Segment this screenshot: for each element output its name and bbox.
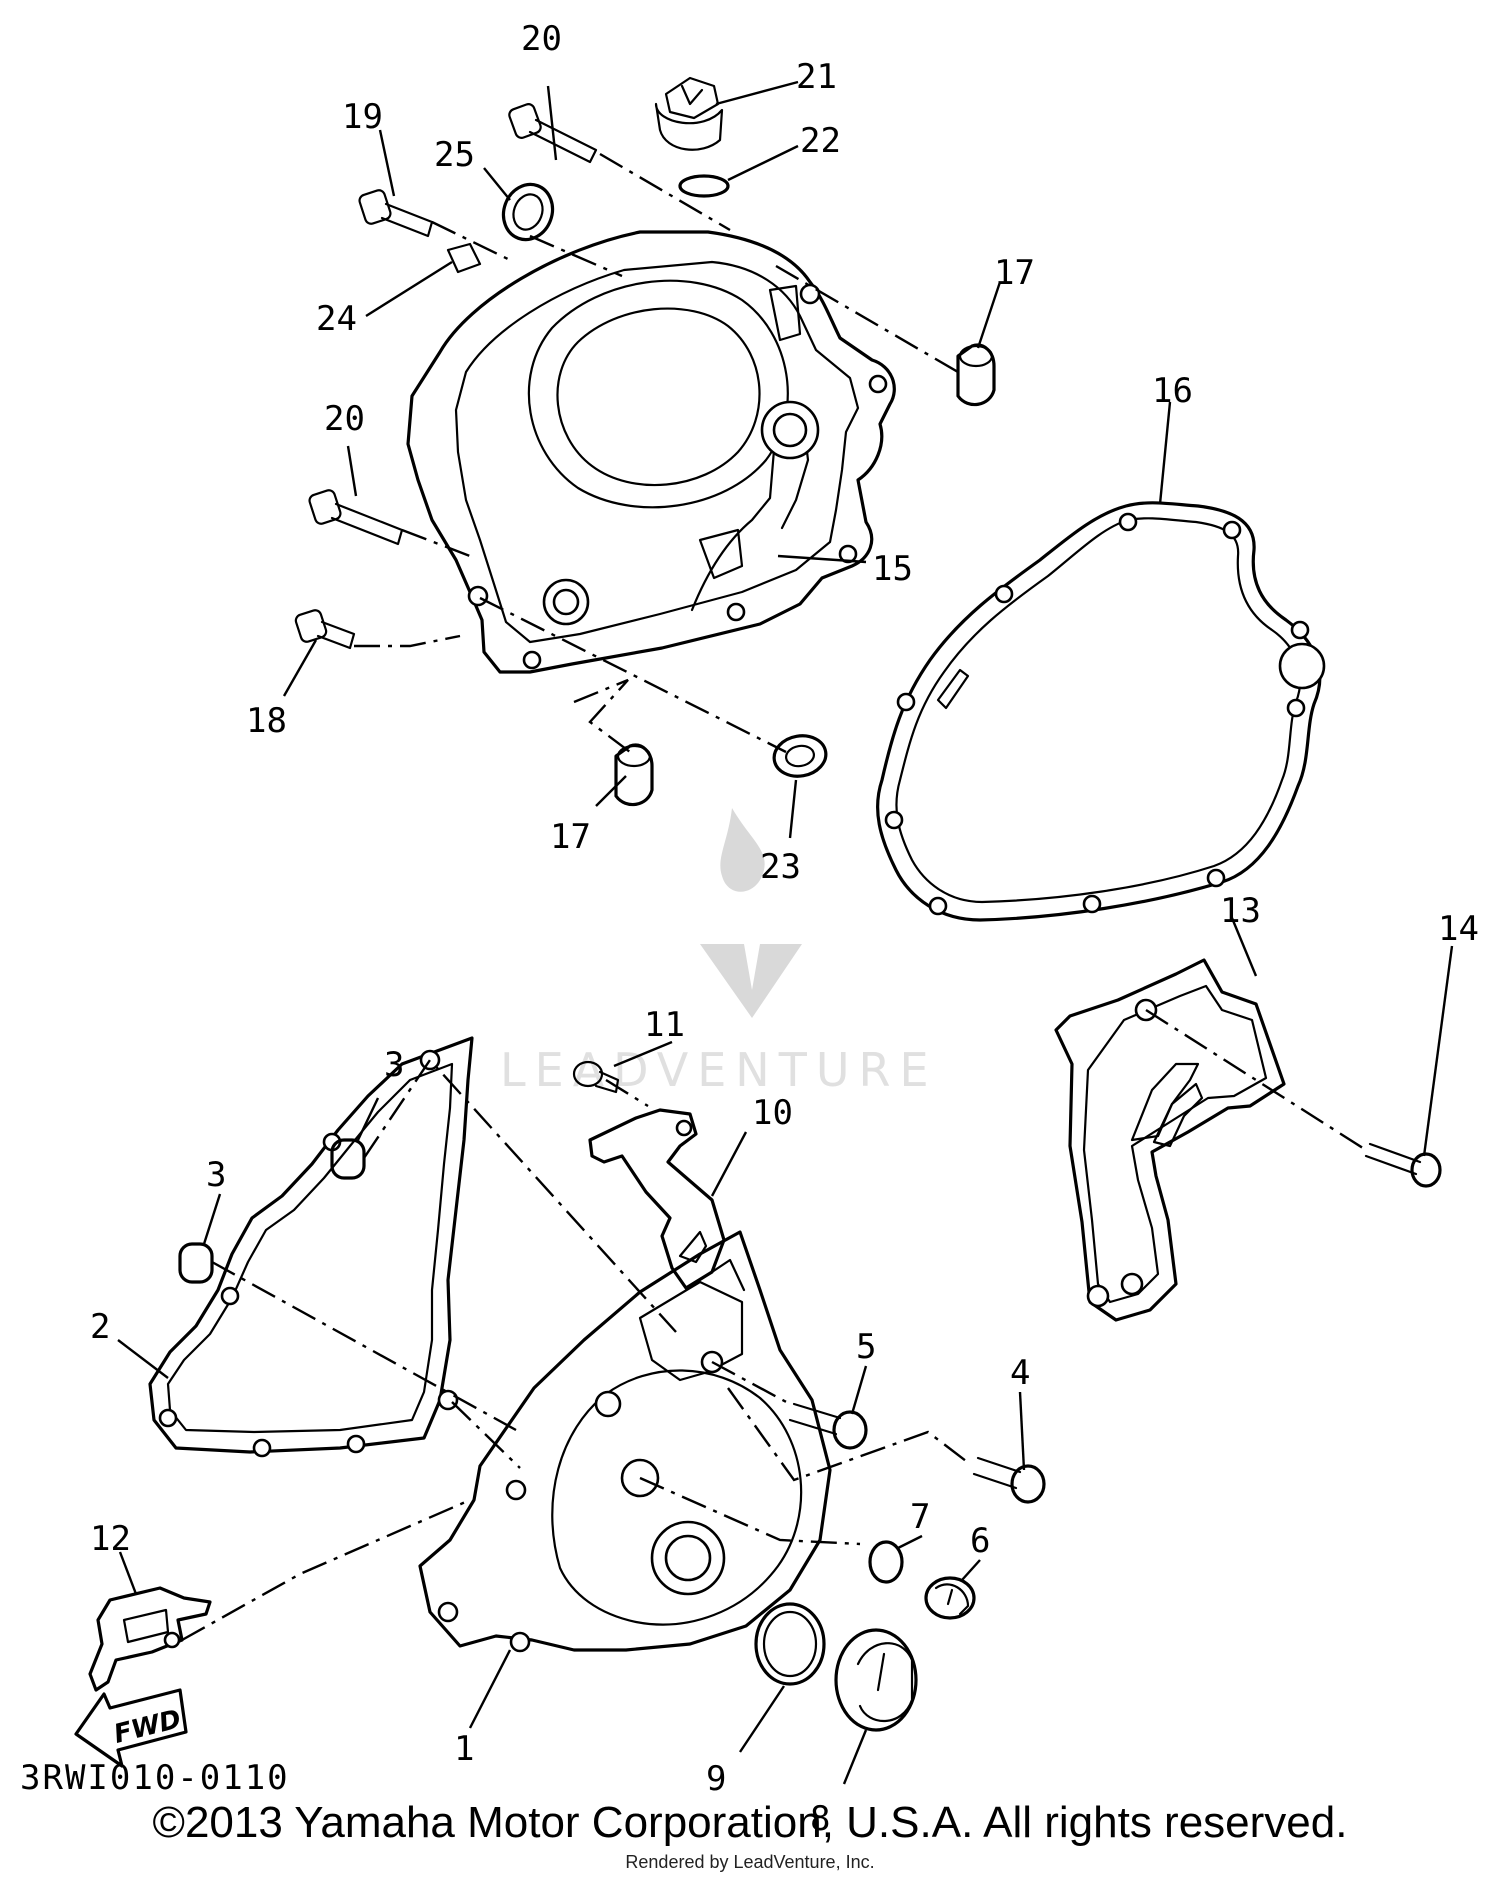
part-9-o-ring xyxy=(754,1602,826,1686)
leader-lines xyxy=(117,80,1454,1785)
part-16-gasket xyxy=(875,501,1326,922)
part-12-bracket xyxy=(88,1586,212,1692)
part-13-sprocket-cover xyxy=(1054,958,1286,1322)
part-6-plug xyxy=(924,1576,976,1620)
part-5-bolt xyxy=(788,1402,868,1450)
callout-4: 4 xyxy=(1010,1353,1030,1393)
callout-18: 18 xyxy=(246,701,287,741)
watermark-text: LEADVENTURE xyxy=(500,1043,938,1097)
callout-1: 1 xyxy=(454,1729,474,1769)
callout-15: 15 xyxy=(872,549,913,589)
callout-11: 11 xyxy=(644,1005,685,1045)
part-20-bolt-top xyxy=(508,103,598,164)
callout-10: 10 xyxy=(752,1093,793,1133)
callout-21: 21 xyxy=(796,57,837,97)
callout-9: 9 xyxy=(706,1759,726,1799)
callout-16: 16 xyxy=(1152,371,1193,411)
part-14-bolt xyxy=(1364,1142,1442,1188)
callout-7: 7 xyxy=(910,1497,930,1537)
leadventure-watermark: LEADVENTURE xyxy=(500,808,938,1097)
part-17-dowel-lower xyxy=(614,743,654,807)
part-25-oil-seal xyxy=(501,182,555,242)
diagram-code: 3RWI010-0110 xyxy=(20,1758,290,1798)
callout-12: 12 xyxy=(90,1519,131,1559)
copyright-notice: ©2013 Yamaha Motor Corporation, U.S.A. A… xyxy=(152,1798,1348,1847)
callout-17-lower: 17 xyxy=(550,817,591,857)
part-18-bolt xyxy=(294,609,356,650)
callout-20-mid: 20 xyxy=(324,399,365,439)
part-4-bolt xyxy=(972,1456,1046,1504)
callout-5: 5 xyxy=(856,1327,876,1367)
callout-2: 2 xyxy=(90,1307,110,1347)
render-credit: Rendered by LeadVenture, Inc. xyxy=(625,1852,875,1872)
part-24-clip xyxy=(446,242,482,274)
callout-22: 22 xyxy=(800,121,841,161)
callout-3-lower: 3 xyxy=(206,1155,226,1195)
part-17-dowel-upper xyxy=(956,343,996,407)
part-10-clamp xyxy=(588,1108,726,1290)
callout-3-upper: 3 xyxy=(384,1045,404,1085)
part-3-dowel-lower xyxy=(178,1242,214,1284)
fwd-arrow-symbol: FWD xyxy=(74,1688,188,1768)
callout-13: 13 xyxy=(1220,891,1261,931)
callout-6: 6 xyxy=(970,1521,990,1561)
callout-20-top: 20 xyxy=(521,19,562,59)
callout-8: 8 xyxy=(810,1799,830,1839)
part-23-oil-seal xyxy=(772,734,828,778)
callout-24: 24 xyxy=(316,299,357,339)
part-7-o-ring xyxy=(868,1540,904,1584)
alignment-lines xyxy=(181,152,1367,1642)
callout-14: 14 xyxy=(1438,909,1479,949)
callout-19: 19 xyxy=(342,97,383,137)
part-1-crankcase-cover xyxy=(418,1230,832,1653)
part-2-gasket xyxy=(148,1036,474,1458)
part-15-crankcase-cover xyxy=(406,230,896,674)
callout-25: 25 xyxy=(434,135,475,175)
callout-17-upper: 17 xyxy=(994,253,1035,293)
part-20-bolt-mid xyxy=(308,489,404,546)
part-21-oil-filler-cap xyxy=(654,76,724,151)
part-8-plug xyxy=(834,1628,918,1732)
part-3-dowel-upper xyxy=(330,1138,366,1180)
callout-labels: 20 21 19 22 25 17 24 16 20 15 18 17 23 1… xyxy=(90,19,1479,1839)
part-19-bolt xyxy=(358,189,434,238)
callout-23: 23 xyxy=(760,847,801,887)
part-22-o-ring xyxy=(678,174,730,198)
